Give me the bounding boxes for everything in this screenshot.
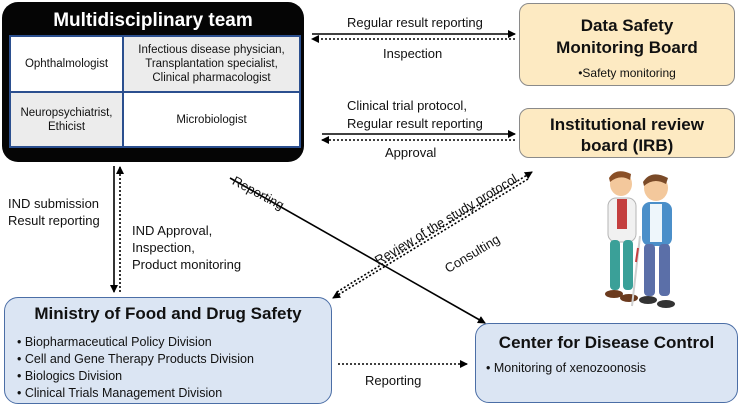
- irb-title: Institutional review board (IRB): [520, 114, 734, 156]
- label-regular-result-reporting-2: Regular result reporting: [347, 116, 483, 131]
- two-people-walking-icon: [605, 171, 675, 308]
- multidisciplinary-team-box: Multidisciplinary team Ophthalmologist I…: [2, 2, 304, 162]
- irb-title-line2: board (IRB): [580, 136, 674, 155]
- label-clinical-trial-protocol: Clinical trial protocol,: [347, 98, 467, 113]
- mfds-division-item: • Clinical Trials Management Division: [17, 386, 223, 400]
- mfds-division-item: • Biologics Division: [17, 369, 123, 383]
- cdc-box: Center for Disease Control • Monitoring …: [475, 323, 738, 403]
- irb-title-line1: Institutional review: [550, 115, 704, 134]
- mfds-division-list: • Biopharmaceutical Policy Division • Ce…: [17, 334, 254, 402]
- team-cell-microbiologist: Microbiologist: [124, 93, 299, 146]
- mfds-division-item: • Cell and Gene Therapy Products Divisio…: [17, 352, 254, 366]
- label-consulting: Consulting: [442, 231, 503, 276]
- label-inspection-2: Inspection,: [132, 240, 195, 255]
- dsmb-title: Data Safety Monitoring Board: [520, 15, 734, 59]
- label-ind-submission: IND submission: [8, 196, 100, 211]
- dsmb-item: •Safety monitoring: [578, 66, 676, 80]
- team-cell-neuropsychiatrist: Neuropsychiatrist, Ethicist: [11, 93, 122, 146]
- person-back-figure: [605, 171, 638, 302]
- team-title: Multidisciplinary team: [53, 10, 253, 31]
- irb-box: Institutional review board (IRB): [519, 108, 735, 158]
- mfds-division-item: • Biopharmaceutical Policy Division: [17, 335, 212, 349]
- cdc-title: Center for Disease Control: [498, 333, 715, 352]
- mfds-box: Ministry of Food and Drug Safety • Bioph…: [4, 297, 332, 404]
- team-cell-ophthalmologist: Ophthalmologist: [11, 37, 122, 91]
- label-reporting-diagonal: Reporting: [229, 173, 287, 213]
- person-front-figure: [631, 174, 675, 308]
- dsmb-title-line1: Data Safety: [580, 16, 674, 35]
- cdc-item: • Monitoring of xenozoonosis: [486, 361, 647, 375]
- mfds-title: Ministry of Food and Drug Safety: [34, 304, 302, 323]
- label-review-protocol: Review of the study protocol: [372, 170, 520, 268]
- label-result-reporting: Result reporting: [8, 213, 100, 228]
- label-reporting-bottom: Reporting: [365, 373, 422, 388]
- label-ind-approval: IND Approval,: [132, 223, 213, 238]
- dsmb-box: Data Safety Monitoring Board •Safety mon…: [519, 3, 735, 86]
- label-approval: Approval: [385, 145, 437, 160]
- team-cell-infectious-disease: Infectious disease physician, Transplant…: [124, 37, 299, 91]
- team-members-grid: Ophthalmologist Infectious disease physi…: [9, 35, 301, 148]
- label-regular-result-reporting: Regular result reporting: [347, 15, 483, 30]
- dsmb-title-line2: Monitoring Board: [556, 38, 698, 57]
- label-product-monitoring: Product monitoring: [132, 257, 242, 272]
- label-inspection: Inspection: [383, 46, 443, 61]
